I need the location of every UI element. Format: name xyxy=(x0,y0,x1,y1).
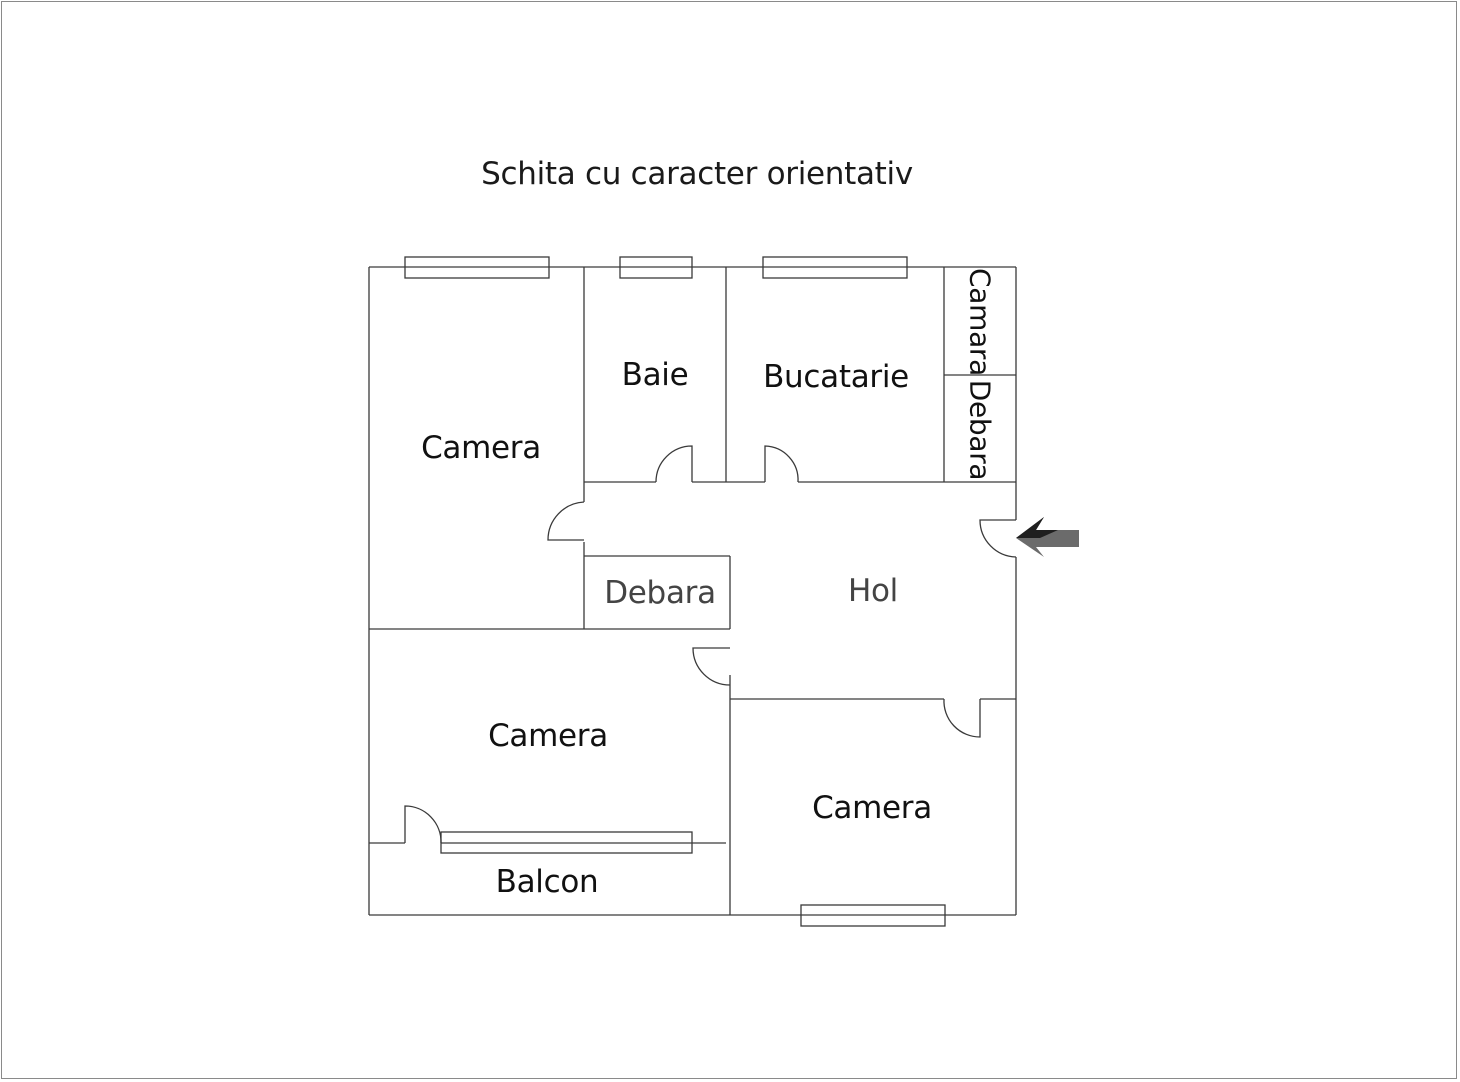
room-label-bucatarie: Bucatarie xyxy=(763,359,909,395)
plan-title: Schita cu caracter orientativ xyxy=(481,156,913,192)
room-label-camara: Camara xyxy=(963,267,997,377)
entrance-arrow-icon xyxy=(1016,517,1079,557)
door-camera-top xyxy=(547,501,585,541)
room-label-baie: Baie xyxy=(621,357,689,393)
room-label-camera-bottom-left: Camera xyxy=(488,718,608,754)
room-label-camera-top-left: Camera xyxy=(421,430,541,466)
room-label-camera-bottom-right: Camera xyxy=(812,790,932,826)
door-entrance xyxy=(979,519,1017,558)
doors xyxy=(404,445,1017,844)
door-bucatarie xyxy=(764,445,799,483)
room-label-balcon: Balcon xyxy=(495,864,599,900)
room-label-debara-center: Debara xyxy=(604,575,716,611)
door-camera-bottom-right xyxy=(943,698,981,738)
room-label-hol: Hol xyxy=(848,573,898,609)
door-camera-bottom-left xyxy=(692,647,731,686)
room-label-debara-right: Debara xyxy=(963,379,997,481)
windows xyxy=(404,256,946,927)
door-baie xyxy=(655,445,693,483)
door-balcon xyxy=(404,805,442,844)
